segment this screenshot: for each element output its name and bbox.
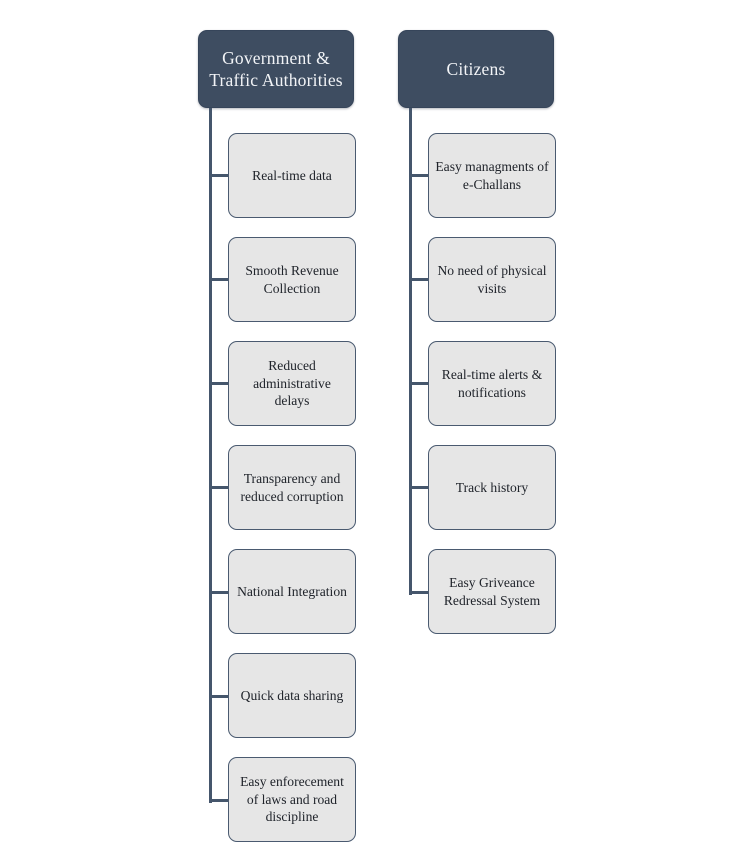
leaf-node-label: Easy Griveance Redressal System <box>443 574 541 608</box>
leaf-node-label: No need of physical visits <box>437 262 547 296</box>
leaf-node[interactable]: Reduced administrative delays <box>228 341 356 426</box>
leaf-node-label: Track history <box>455 479 529 495</box>
connector-elbow <box>209 278 229 281</box>
leaf-node[interactable]: National Integration <box>228 549 356 634</box>
leaf-node-label: National Integration <box>237 583 347 599</box>
leaf-node-label: Real-time alerts & notifications <box>441 366 543 400</box>
leaf-node[interactable]: Track history <box>428 445 556 530</box>
root-node-government-traffic-authorities[interactable]: Government & Traffic Authorities <box>198 30 354 108</box>
connector-elbow <box>409 486 429 489</box>
leaf-node[interactable]: Smooth Revenue Collection <box>228 237 356 322</box>
leaf-node-label: Easy managments of e-Challans <box>435 158 549 192</box>
connector-trunk-citizens <box>409 108 412 595</box>
leaf-node-label: Reduced administrative delays <box>253 357 331 409</box>
connector-elbow <box>409 591 429 594</box>
leaf-node-label: Smooth Revenue Collection <box>245 262 339 296</box>
connector-trunk-government <box>209 108 212 803</box>
root-node-label: Government & Traffic Authorities <box>209 47 343 90</box>
leaf-node-label: Transparency and reduced corruption <box>240 470 344 504</box>
connector-elbow <box>409 174 429 177</box>
leaf-node[interactable]: Transparency and reduced corruption <box>228 445 356 530</box>
leaf-node-label: Real-time data <box>252 167 332 183</box>
leaf-node-label: Easy enforecement of laws and road disci… <box>240 773 344 825</box>
leaf-node[interactable]: Real-time data <box>228 133 356 218</box>
root-node-label: Citizens <box>446 58 506 79</box>
branch-citizens: Citizens Easy managments of e-Challans N… <box>398 0 558 846</box>
leaf-node[interactable]: Quick data sharing <box>228 653 356 738</box>
connector-elbow <box>209 486 229 489</box>
leaf-node[interactable]: Easy Griveance Redressal System <box>428 549 556 634</box>
root-node-citizens[interactable]: Citizens <box>398 30 554 108</box>
leaf-node[interactable]: No need of physical visits <box>428 237 556 322</box>
leaf-node[interactable]: Real-time alerts & notifications <box>428 341 556 426</box>
leaf-node[interactable]: Easy managments of e-Challans <box>428 133 556 218</box>
connector-elbow <box>409 382 429 385</box>
connector-elbow <box>209 695 229 698</box>
connector-elbow <box>209 799 229 802</box>
leaf-node-label: Quick data sharing <box>240 687 344 703</box>
branch-government-traffic-authorities: Government & Traffic Authorities Real-ti… <box>198 0 358 846</box>
leaf-node[interactable]: Easy enforecement of laws and road disci… <box>228 757 356 842</box>
connector-elbow <box>409 278 429 281</box>
connector-elbow <box>209 591 229 594</box>
connector-elbow <box>209 174 229 177</box>
connector-elbow <box>209 382 229 385</box>
